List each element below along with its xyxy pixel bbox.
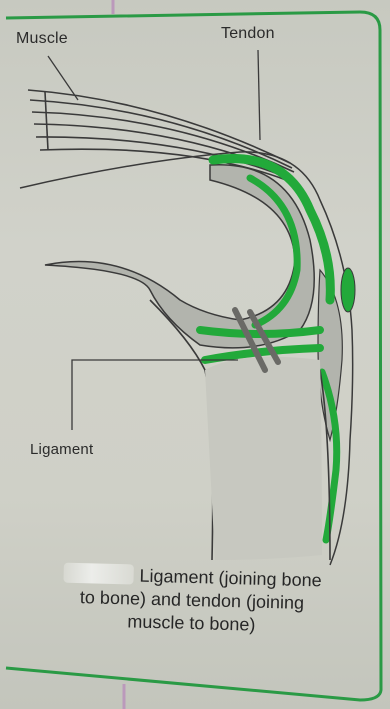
label-tendon: Tendon <box>221 25 275 43</box>
muscle-fibres <box>28 90 294 180</box>
label-ligament: Ligament <box>30 441 93 458</box>
caption-text-1: Ligament (joining bone <box>139 566 322 591</box>
tibia-shaft <box>205 357 322 560</box>
figure-number-smudge <box>63 563 133 585</box>
tendon-leader-line <box>258 50 260 140</box>
label-muscle: Muscle <box>16 30 68 48</box>
tendon-side-green <box>341 268 355 312</box>
figure-caption: Ligament (joining bone to bone) and tend… <box>0 561 385 640</box>
